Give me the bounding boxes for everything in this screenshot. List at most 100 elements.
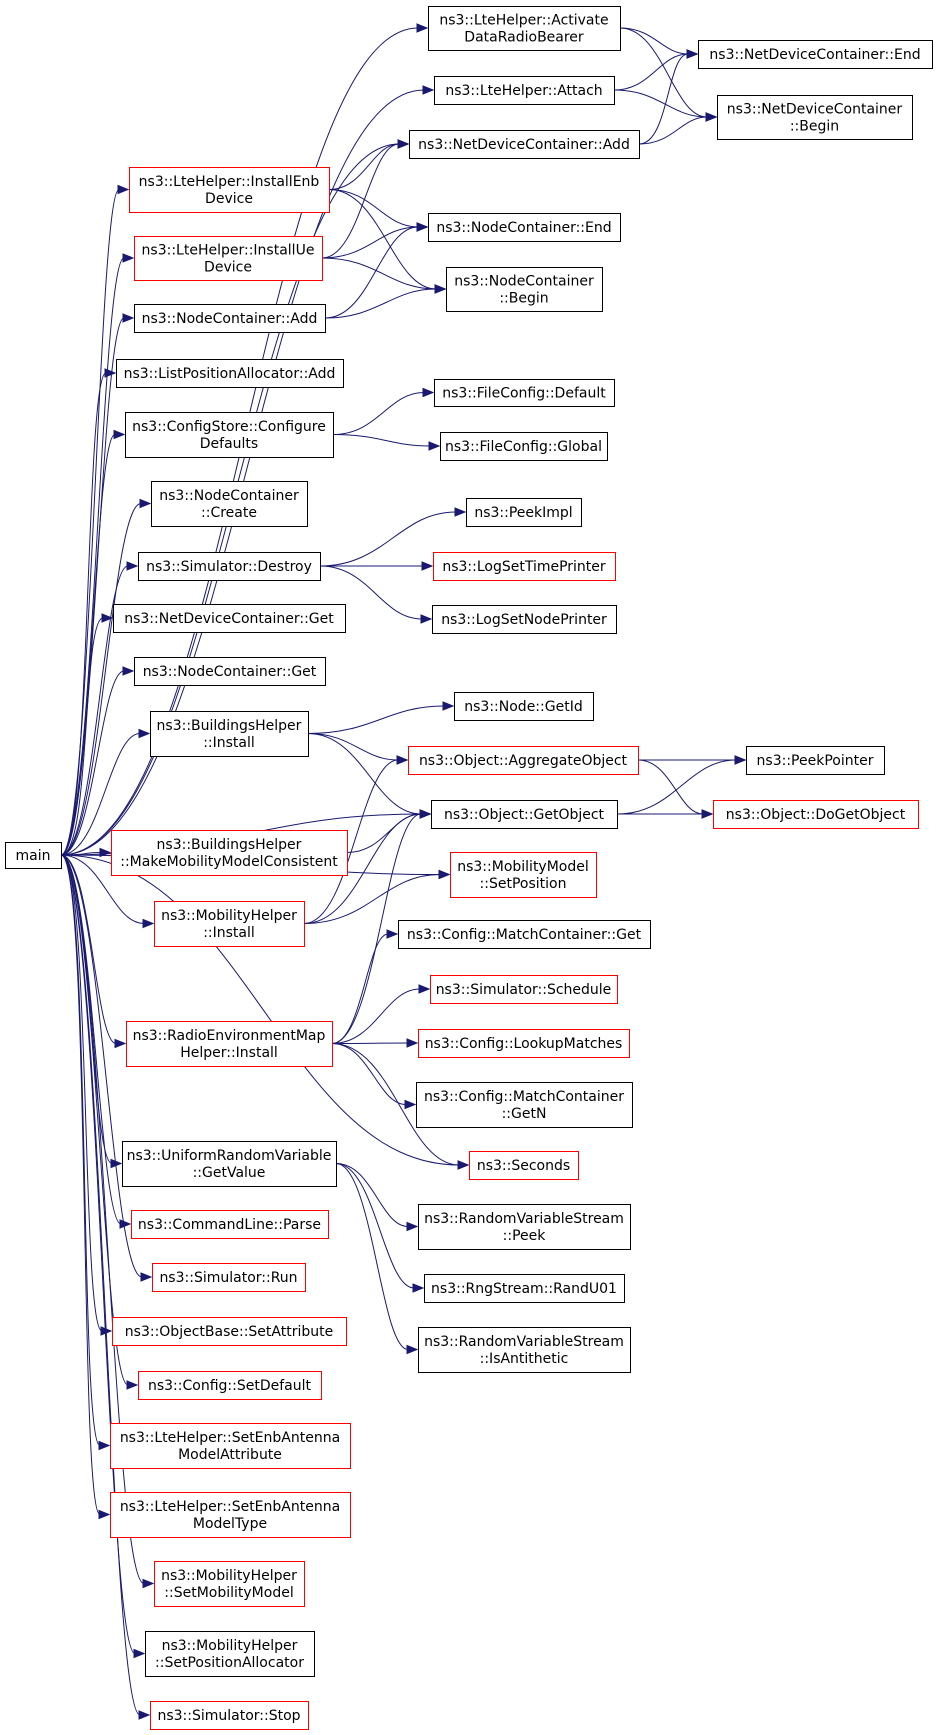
node-box[interactable] — [138, 552, 321, 581]
node-nc_begin[interactable]: ns3::NodeContainer::Begin — [446, 267, 603, 312]
node-box[interactable] — [717, 95, 913, 140]
node-rvs_anti[interactable]: ns3::RandomVariableStream::IsAntithetic — [418, 1327, 631, 1373]
node-nc_create[interactable]: ns3::NodeContainer::Create — [151, 481, 308, 527]
node-box[interactable] — [446, 267, 603, 312]
node-sim_schedule[interactable]: ns3::Simulator::Schedule — [430, 975, 618, 1004]
node-box[interactable] — [408, 746, 639, 775]
node-box[interactable] — [432, 605, 617, 634]
node-box[interactable] — [416, 1082, 633, 1128]
node-mm_setpos[interactable]: ns3::MobilityModel::SetPosition — [450, 852, 597, 898]
node-randu01[interactable]: ns3::RngStream::RandU01 — [424, 1274, 625, 1303]
node-sim_run[interactable]: ns3::Simulator::Run — [152, 1263, 306, 1292]
node-box[interactable] — [430, 975, 618, 1004]
node-box[interactable] — [134, 236, 323, 281]
node-box[interactable] — [122, 1141, 337, 1187]
node-mh_setmm[interactable]: ns3::MobilityHelper::SetMobilityModel — [154, 1561, 305, 1607]
node-box[interactable] — [424, 1274, 625, 1303]
node-box[interactable] — [433, 552, 616, 581]
node-box[interactable] — [112, 1317, 347, 1346]
node-fc_global[interactable]: ns3::FileConfig::Global — [440, 432, 608, 461]
node-box[interactable] — [454, 692, 594, 721]
node-lognode[interactable]: ns3::LogSetNodePrinter — [432, 605, 617, 634]
node-box[interactable] — [110, 1423, 351, 1469]
node-box[interactable] — [428, 213, 621, 242]
node-box[interactable] — [434, 379, 615, 407]
node-logtime[interactable]: ns3::LogSetTimePrinter — [433, 552, 616, 581]
node-box[interactable] — [466, 498, 582, 527]
node-node_getid[interactable]: ns3::Node::GetId — [454, 692, 594, 721]
node-box[interactable] — [152, 1263, 306, 1292]
node-mh_install[interactable]: ns3::MobilityHelper::Install — [154, 901, 305, 947]
node-mh_setpa[interactable]: ns3::MobilityHelper::SetPositionAllocato… — [145, 1631, 315, 1677]
node-box[interactable] — [145, 1631, 315, 1677]
node-dogetobject[interactable]: ns3::Object::DoGetObject — [713, 800, 919, 829]
node-box[interactable] — [5, 842, 62, 869]
node-box[interactable] — [434, 76, 615, 105]
node-box[interactable] — [134, 304, 326, 333]
node-aggregate[interactable]: ns3::Object::AggregateObject — [408, 746, 639, 775]
node-urv_getvalue[interactable]: ns3::UniformRandomVariable::GetValue — [122, 1141, 337, 1187]
node-box[interactable] — [110, 1492, 351, 1538]
node-fc_default[interactable]: ns3::FileConfig::Default — [434, 379, 615, 407]
node-box[interactable] — [440, 432, 608, 461]
node-box[interactable] — [409, 130, 640, 159]
node-nc_end[interactable]: ns3::NodeContainer::End — [428, 213, 621, 242]
node-box[interactable] — [151, 481, 308, 527]
node-nc_add[interactable]: ns3::NodeContainer::Add — [134, 304, 326, 333]
node-main[interactable]: main — [5, 842, 62, 869]
node-sim_stop[interactable]: ns3::Simulator::Stop — [150, 1701, 309, 1730]
node-attach[interactable]: ns3::LteHelper::Attach — [434, 76, 615, 105]
node-cmc_getn[interactable]: ns3::Config::MatchContainer::GetN — [416, 1082, 633, 1128]
node-box[interactable] — [138, 1371, 322, 1400]
node-box[interactable] — [450, 852, 597, 898]
node-box[interactable] — [150, 711, 309, 757]
node-box[interactable] — [126, 1021, 333, 1067]
node-box[interactable] — [431, 800, 618, 829]
node-cl_parse[interactable]: ns3::CommandLine::Parse — [131, 1210, 329, 1239]
node-box[interactable] — [154, 901, 305, 947]
node-box[interactable] — [428, 6, 621, 51]
node-ndc_get[interactable]: ns3::NetDeviceContainer::Get — [113, 604, 346, 633]
node-box[interactable] — [111, 830, 348, 876]
node-box[interactable] — [418, 1204, 631, 1250]
node-box[interactable] — [150, 1701, 309, 1730]
node-nc_get[interactable]: ns3::NodeContainer::Get — [134, 657, 326, 686]
node-peekpointer[interactable]: ns3::PeekPointer — [746, 746, 885, 775]
node-cmc_get[interactable]: ns3::Config::MatchContainer::Get — [398, 920, 651, 949]
node-bh_install[interactable]: ns3::BuildingsHelper::Install — [150, 711, 309, 757]
node-ndc_begin[interactable]: ns3::NetDeviceContainer::Begin — [717, 95, 913, 140]
node-lookup[interactable]: ns3::Config::LookupMatches — [418, 1029, 630, 1058]
node-lte_antattr[interactable]: ns3::LteHelper::SetEnbAntennaModelAttrib… — [110, 1423, 351, 1469]
node-seconds[interactable]: ns3::Seconds — [469, 1151, 579, 1180]
node-sim_destroy[interactable]: ns3::Simulator::Destroy — [138, 552, 321, 581]
node-cfg_setdefault[interactable]: ns3::Config::SetDefault — [138, 1371, 322, 1400]
node-peekimpl[interactable]: ns3::PeekImpl — [466, 498, 582, 527]
node-box[interactable] — [113, 604, 346, 633]
node-box[interactable] — [398, 920, 651, 949]
node-box[interactable] — [125, 412, 334, 458]
node-ob_setattr[interactable]: ns3::ObjectBase::SetAttribute — [112, 1317, 347, 1346]
node-ndc_end[interactable]: ns3::NetDeviceContainer::End — [698, 40, 933, 69]
node-rvs_peek[interactable]: ns3::RandomVariableStream::Peek — [418, 1204, 631, 1250]
node-box[interactable] — [746, 746, 885, 775]
node-box[interactable] — [131, 1210, 329, 1239]
node-bh_mmc[interactable]: ns3::BuildingsHelper::MakeMobilityModelC… — [111, 830, 348, 876]
node-getobject[interactable]: ns3::Object::GetObject — [431, 800, 618, 829]
node-box[interactable] — [469, 1151, 579, 1180]
node-box[interactable] — [418, 1327, 631, 1373]
node-box[interactable] — [154, 1561, 305, 1607]
node-lpa_add[interactable]: ns3::ListPositionAllocator::Add — [116, 359, 344, 388]
node-box[interactable] — [116, 359, 344, 388]
node-box[interactable] — [713, 800, 919, 829]
node-ndc_add[interactable]: ns3::NetDeviceContainer::Add — [409, 130, 640, 159]
node-box[interactable] — [134, 657, 326, 686]
node-box[interactable] — [698, 40, 933, 69]
node-box[interactable] — [129, 167, 330, 213]
node-box[interactable] — [418, 1029, 630, 1058]
